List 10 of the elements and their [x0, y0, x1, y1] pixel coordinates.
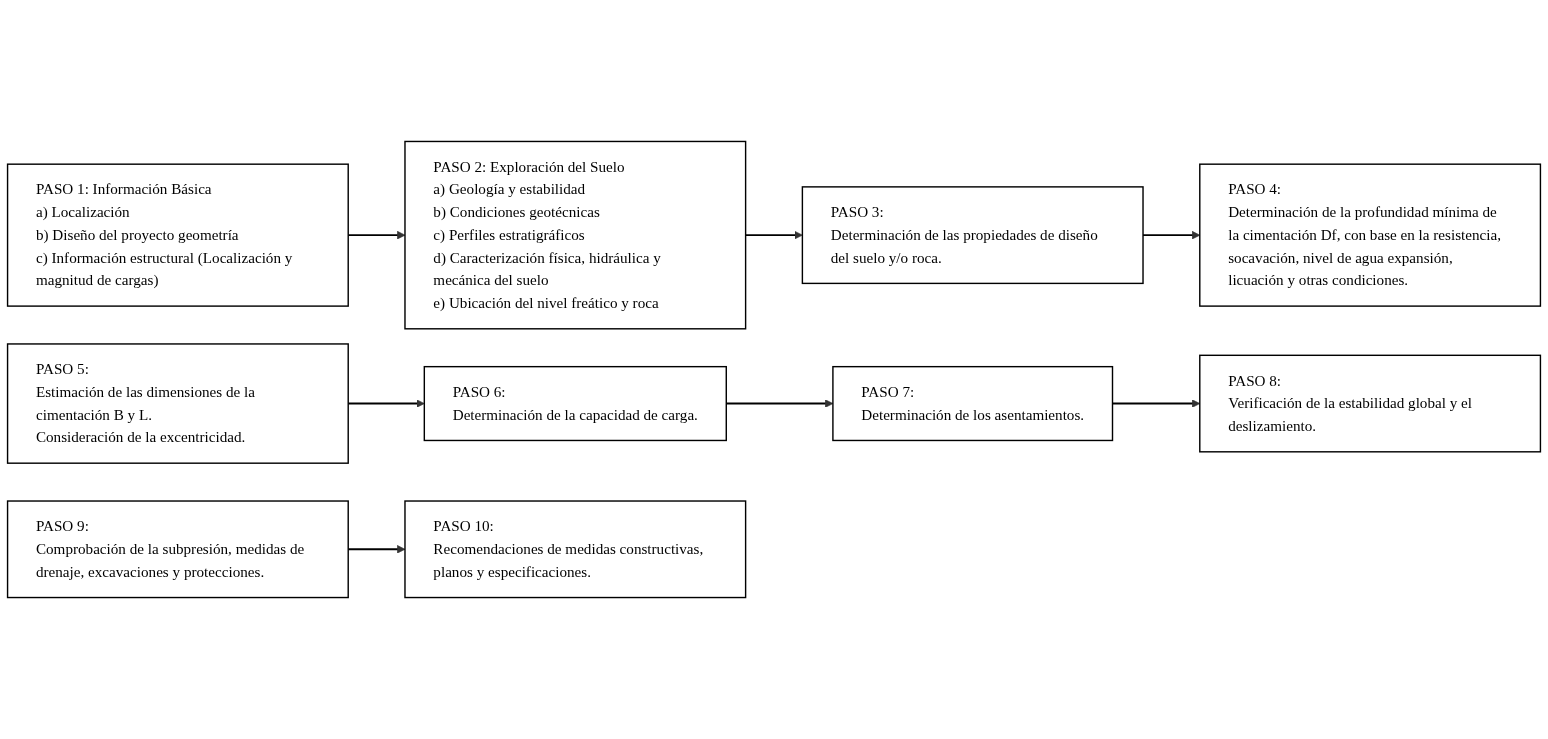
node-box: PASO 2: Exploración del Suelo a) Geología y estabilidad b) Condiciones geotécnicas c) Perfiles estratigráficos d) Caracterización física, hidráulica y mecánica del suelo e) Ubicación del nivel freático y roca — [404, 140, 747, 330]
node-box: PASO 1: Información Básica a) Localización b) Diseño del proyecto geometría c) Información estructural (Localización y magnitud de cargas) — [6, 163, 349, 307]
node-box: PASO 8: Verificación de la estabilidad global y el deslizamiento. — [1199, 354, 1542, 453]
node-box: PASO 6: Determinación de la capacidad de carga. — [423, 365, 727, 442]
node-box: PASO 9: Comprobación de la subpresión, medidas de drenaje, excavaciones y protecciones. — [6, 500, 349, 599]
node-box: PASO 4: Determinación de la profundidad mínima de la cimentación Df, con base en la resistencia, socavación, nivel de agua expansión, licuación y otras condiciones. — [1199, 163, 1542, 307]
node-box: PASO 7: Determinación de los asentamientos. — [832, 365, 1114, 442]
node-box: PASO 5: Estimación de las dimensiones de la cimentación B y L. Consideración de la excentricidad. — [6, 343, 349, 464]
node-box: PASO 10: Recomendaciones de medidas constructivas, planos y especificaciones. — [404, 500, 747, 599]
node-box: PASO 3: Determinación de las propiedades de diseño del suelo y/o roca. — [801, 186, 1144, 285]
